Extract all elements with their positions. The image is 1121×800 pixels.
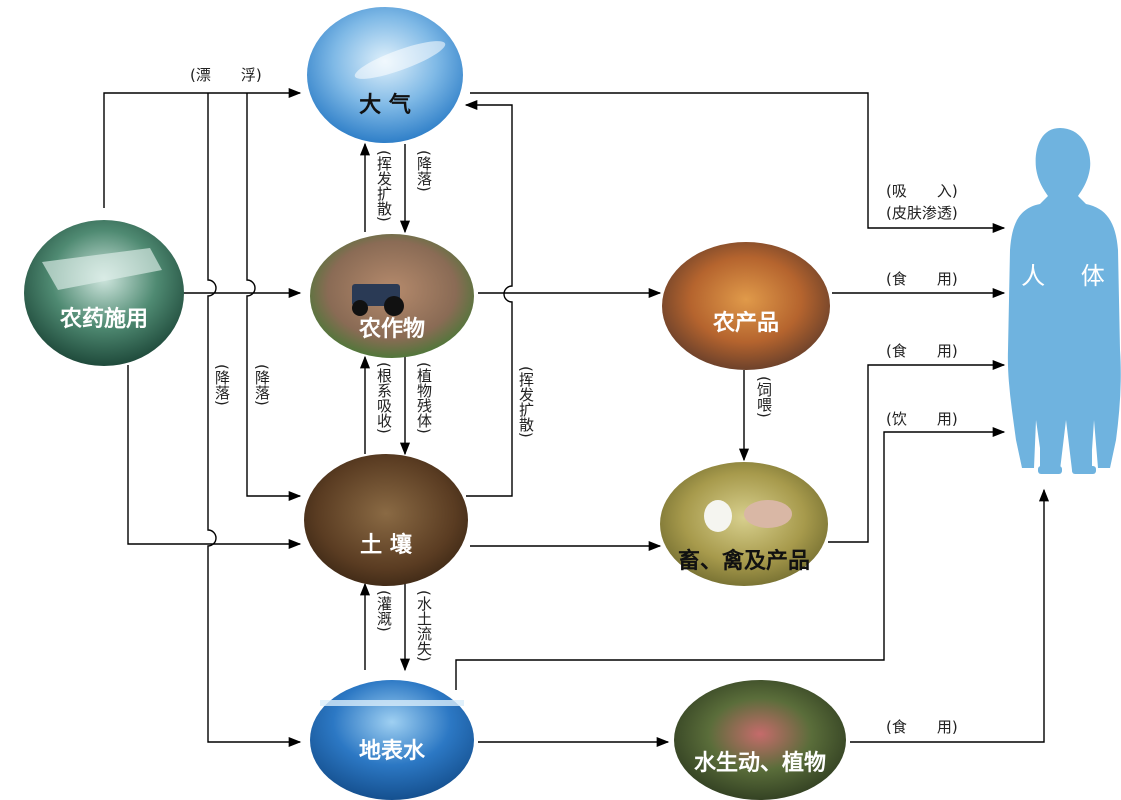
label-fall-1: (降落) [213, 364, 231, 406]
label-plant-residue: (植物残体) [415, 362, 433, 434]
label-drift: (漂 浮) [190, 66, 262, 84]
label-crops: 农作物 [358, 316, 425, 342]
node-soil: 土 壤 [304, 454, 468, 586]
label-volatilize-right: (挥发扩散) [517, 366, 535, 438]
edge-atmo-human [470, 92, 1006, 234]
edge-pest-soil [127, 365, 302, 550]
label-livestock: 畜、禽及产品 [678, 548, 810, 574]
label-atmosphere: 大 气 [359, 92, 411, 118]
label-eat-2: (食 用) [886, 342, 958, 360]
label-agri-products: 农产品 [712, 310, 779, 336]
label-irrigation: (灌溉) [375, 590, 393, 632]
node-atmosphere: 大 气 [307, 7, 463, 143]
label-surface-water: 地表水 [359, 739, 426, 764]
node-surface-water: 地表水 [310, 680, 474, 800]
node-agri-products: 农产品 [662, 242, 830, 370]
label-root-absorb: (根系吸收) [375, 362, 393, 434]
node-aquatic: 水生动、植物 [674, 680, 846, 800]
human-silhouette [1007, 128, 1121, 470]
node-livestock: 畜、禽及产品 [660, 462, 828, 586]
edge-aquatic-human [850, 488, 1050, 743]
label-inhale: (吸 入) [886, 182, 958, 200]
node-pesticide: 农药施用 [24, 220, 184, 366]
label-volatilize-up: (挥发扩散) [375, 150, 393, 222]
label-skin: (皮肤渗透) [886, 204, 958, 222]
edge-fall-atmo-water [207, 93, 302, 748]
node-human: 人 体 [1007, 128, 1121, 474]
edge-water-human [455, 426, 1006, 690]
label-aquatic: 水生动、植物 [694, 750, 826, 776]
label-fall-down: (降落) [415, 150, 433, 192]
edge-soil-atmo [464, 99, 513, 497]
node-crops: 农作物 [310, 234, 474, 358]
label-pesticide: 农药施用 [59, 306, 148, 332]
edge-drift [103, 87, 302, 208]
label-feed: (饲喂) [755, 376, 773, 418]
edge-fall-atmo-soil [246, 93, 302, 502]
label-eat-3: (食 用) [886, 718, 958, 736]
label-soil: 土 壤 [360, 532, 413, 558]
label-drink: (饮 用) [886, 410, 958, 428]
label-eat-1: (食 用) [886, 270, 958, 288]
edge-livestock-human [828, 359, 1006, 543]
label-erosion: (水土流失) [415, 590, 433, 662]
label-fall-2: (降落) [253, 364, 271, 406]
label-human: 人 体 [1021, 262, 1119, 290]
